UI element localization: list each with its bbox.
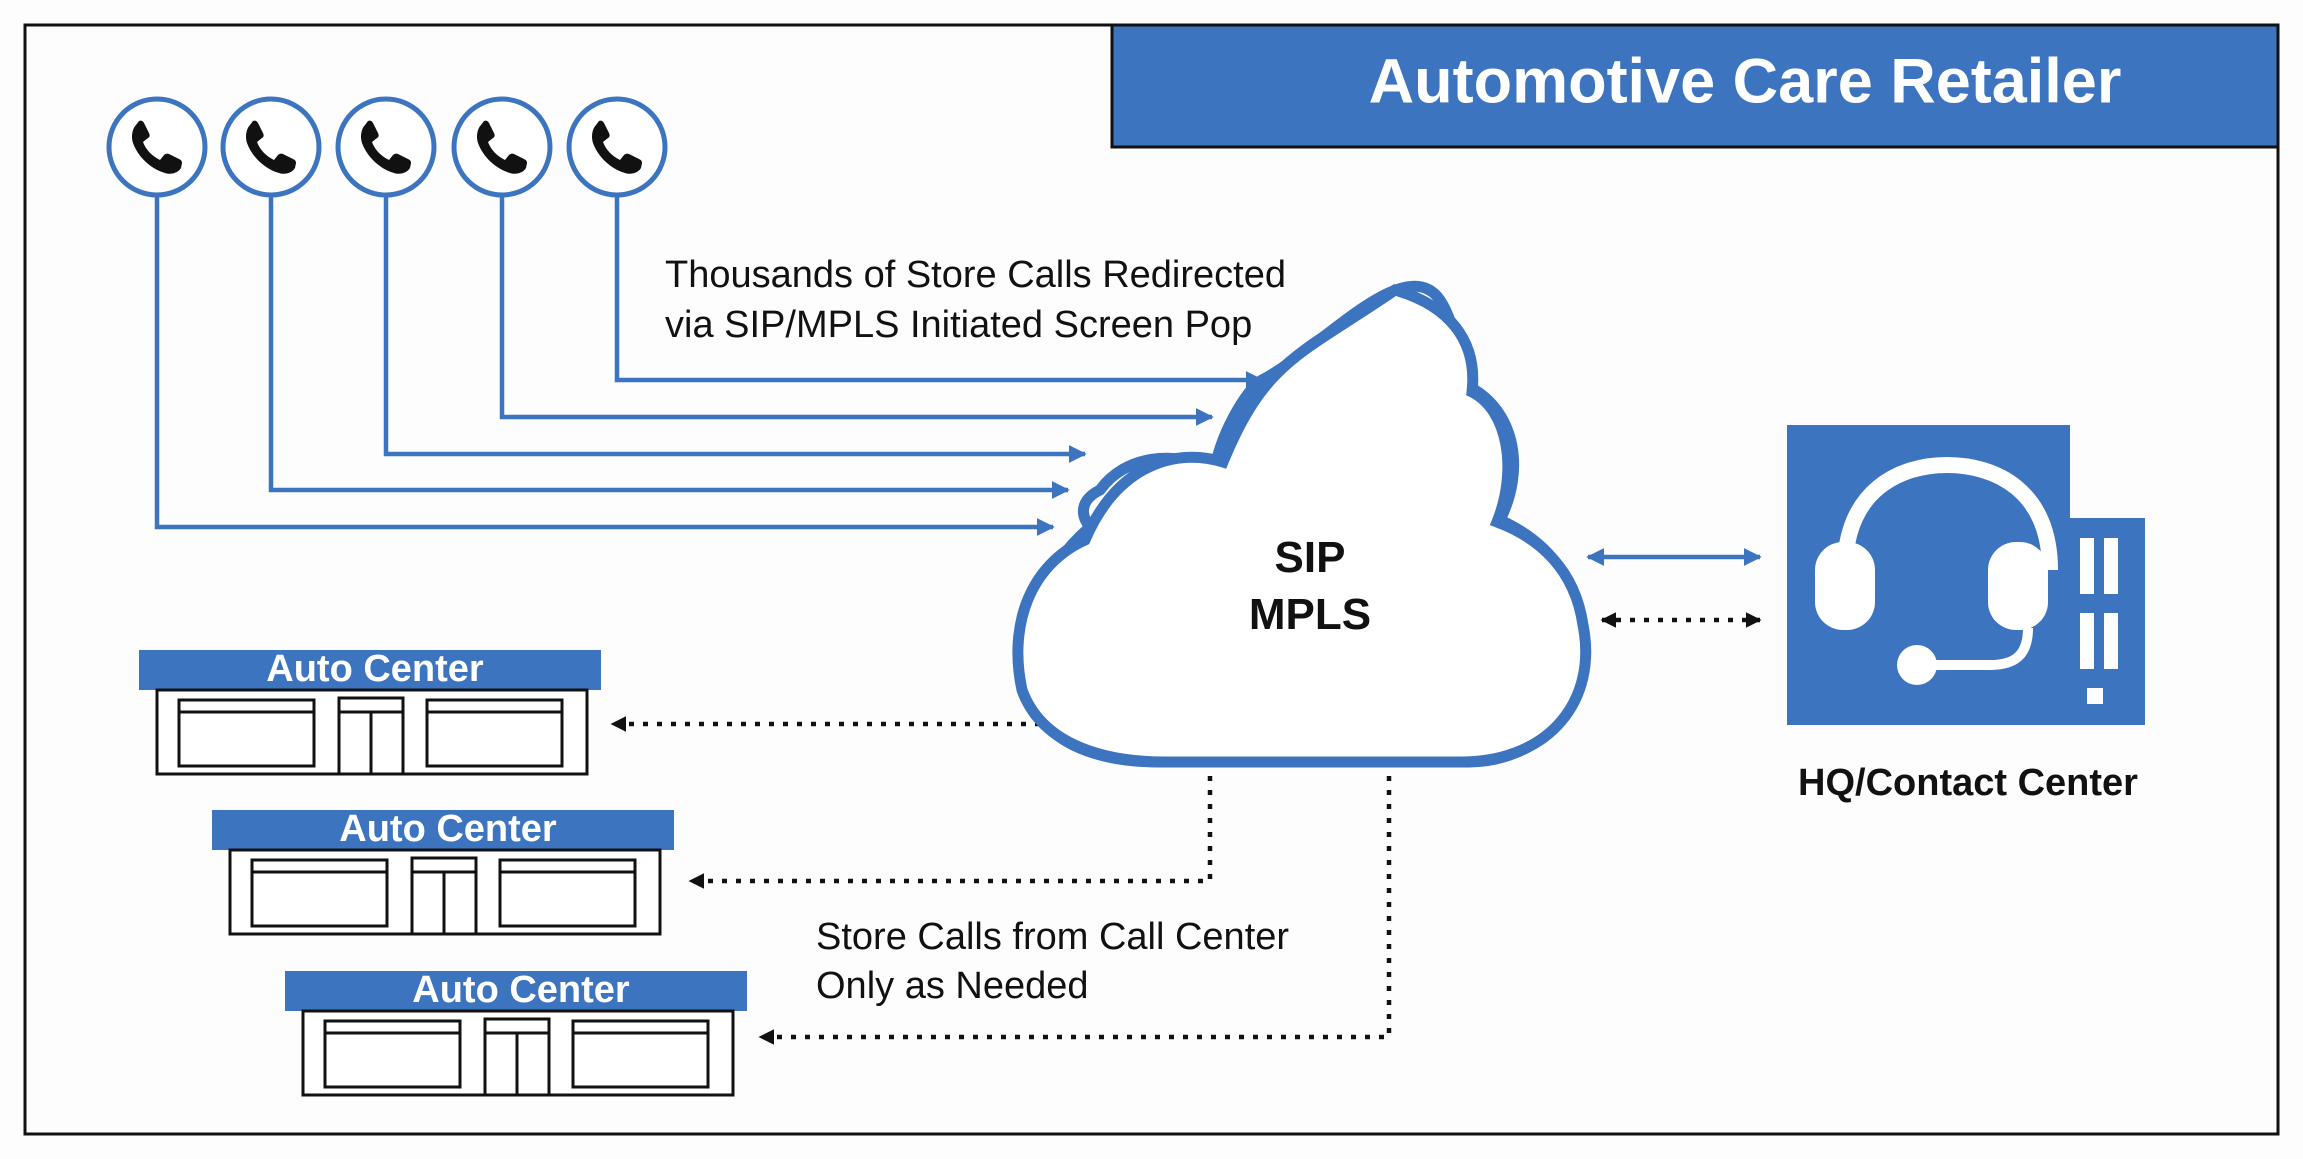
- call-line: [499, 180, 1214, 426]
- phone-icon: [106, 96, 208, 198]
- phone-icon: [220, 96, 322, 198]
- phone-icon: [451, 96, 553, 198]
- store-label: Auto Center: [266, 648, 484, 690]
- call-line: [154, 180, 1055, 536]
- store-calls-note-line1: Store Calls from Call Center: [816, 916, 1289, 958]
- phone-icon: [335, 96, 437, 198]
- call-line: [383, 180, 1087, 463]
- redirect-note-line2: via SIP/MPLS Initiated Screen Pop: [665, 304, 1252, 346]
- auto-center-store: Auto Center: [137, 648, 603, 776]
- store-label: Auto Center: [412, 969, 630, 1011]
- diagram-title: Automotive Care Retailer: [1369, 47, 2122, 117]
- cloud-label-sip: SIP: [1275, 533, 1346, 582]
- auto-center-store: Auto Center: [210, 808, 676, 936]
- phone-call-lines: [154, 180, 1264, 536]
- call-line: [268, 180, 1070, 499]
- auto-center-store: Auto Center: [283, 969, 749, 1097]
- store-label: Auto Center: [339, 808, 557, 850]
- hq-label: HQ/Contact Center: [1798, 762, 2138, 804]
- store-calls-note-line2: Only as Needed: [816, 965, 1089, 1007]
- store-call-line: [688, 762, 1213, 889]
- store-call-lines: [610, 716, 1392, 1045]
- redirect-note-line1: Thousands of Store Calls Redirected: [665, 254, 1286, 296]
- title-banner: [1110, 23, 2280, 149]
- headset-building-icon: [1787, 425, 2145, 725]
- sip-mpls-cloud-outline: [1012, 284, 1592, 768]
- phone-icon: [566, 96, 668, 198]
- cloud-label-mpls: MPLS: [1249, 590, 1371, 639]
- call-line: [614, 180, 1264, 389]
